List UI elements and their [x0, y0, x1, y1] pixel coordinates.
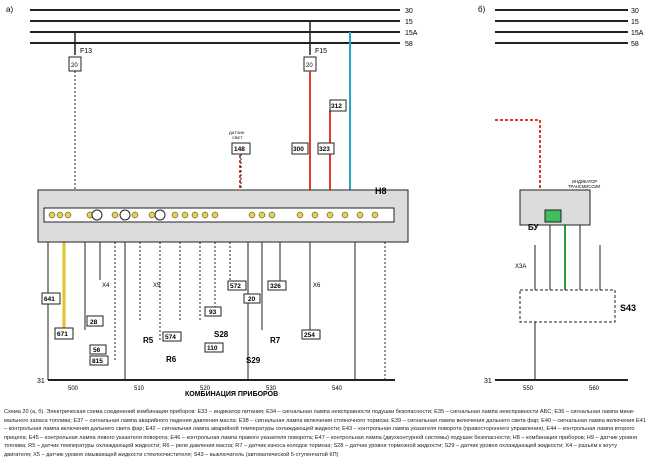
- caption-line-0: Схема 20 (а, б). Электрическая схема сое…: [4, 409, 635, 415]
- axis-tick-520: 520: [200, 386, 211, 392]
- sensor-r6: R6: [166, 355, 177, 364]
- block-323-code: 323: [319, 146, 330, 153]
- caption-line-3: второго прицепа; Е45 – контрольная лампа…: [4, 426, 635, 441]
- block-572-code: 572: [230, 283, 241, 290]
- block-148: [231, 142, 251, 190]
- caption-line-1: мального запаса топлива; Е37 – сигнальна…: [4, 417, 635, 424]
- module-caption: КОМБИНАЦИЯ ПРИБОРОВ: [185, 391, 278, 398]
- block-815: [89, 355, 109, 366]
- axis-tick-500: 500: [68, 386, 79, 392]
- connector-x3a: X3A: [515, 264, 526, 270]
- s43-component: [519, 289, 616, 323]
- block-28: [86, 315, 104, 327]
- caption-line-2: Е41 – контрольная лампа включения дальне…: [4, 417, 646, 433]
- panel-b-wires: [495, 119, 601, 380]
- bus-label-30: 30: [405, 8, 413, 15]
- axis-tick-540: 540: [332, 386, 343, 392]
- block-300: [291, 142, 309, 155]
- block-254: [301, 329, 321, 340]
- block-28-code: 28: [90, 319, 98, 326]
- module-h8-title: H8: [375, 186, 387, 196]
- bus-b-label-15: 15: [631, 19, 639, 26]
- fuse-f13: [68, 32, 82, 190]
- fuse-f13-rating: 20: [71, 63, 78, 69]
- block-148-code: 148: [234, 146, 245, 153]
- figure-caption: Схема 20 (а, б). Электрическая схема сое…: [4, 408, 646, 460]
- module-h8: [37, 189, 409, 243]
- connector-x5: X5: [153, 283, 161, 289]
- bus-b-label-15a: 15A: [631, 30, 644, 37]
- bus-label-15a: 15A: [405, 30, 418, 37]
- axis-tick-510: 510: [134, 386, 145, 392]
- block-312: [329, 99, 347, 112]
- s43-code: S43: [620, 303, 636, 313]
- bus-b-label-30: 30: [631, 8, 639, 15]
- axis-tick-560: 560: [589, 386, 600, 392]
- connector-x4: X4: [102, 283, 110, 289]
- block-93-code: 93: [209, 309, 217, 316]
- panel-a-buses: [30, 9, 400, 44]
- block-300-code: 300: [293, 146, 304, 153]
- block-671-code: 671: [57, 331, 68, 338]
- lamp-row: [48, 211, 379, 219]
- fuse-f15-rating: 20: [306, 63, 313, 69]
- block-326-code: 326: [270, 283, 281, 290]
- block-641: [41, 292, 61, 305]
- block-815-code: 815: [92, 358, 103, 365]
- block-323: [317, 142, 335, 155]
- block-574: [162, 331, 182, 342]
- bu-module: [519, 189, 591, 226]
- connector-x6: X6: [313, 283, 321, 289]
- caption-line-5: Х4 – разъём к жгуту двигателя; Х5 – датч…: [4, 443, 617, 458]
- panel-a-label: a): [6, 5, 13, 14]
- fuse-f13-label: F13: [80, 48, 92, 55]
- fuse-f15-label: F15: [315, 48, 327, 55]
- block-312-code: 312: [331, 103, 342, 110]
- bus-label-15: 15: [405, 19, 413, 26]
- gauges: [91, 209, 166, 221]
- lower-wires: [47, 242, 386, 380]
- block-574-code: 574: [165, 334, 176, 341]
- block-572: [227, 280, 247, 291]
- block-671: [54, 327, 74, 340]
- sensor-s29: S29: [246, 356, 261, 365]
- block-254-code: 254: [304, 332, 315, 339]
- block-641-code: 641: [44, 296, 55, 303]
- block-93: [204, 306, 222, 317]
- block-20-code: 20: [248, 296, 256, 303]
- bus-b-label-58: 58: [631, 41, 639, 48]
- sensor-r7: R7: [270, 336, 281, 345]
- axis-tick-530: 530: [266, 386, 277, 392]
- ground-label-b: 31: [484, 378, 492, 385]
- block-326: [267, 280, 287, 291]
- panel-b-label: б): [478, 5, 486, 14]
- caption-line-4: Н9 – датчик уровня топлива; R5 – датчик …: [4, 434, 638, 450]
- ground-label-a: 31: [37, 378, 45, 385]
- block-110-code: 110: [207, 345, 218, 352]
- block-110: [204, 342, 224, 353]
- sensor-s28: S28: [214, 330, 229, 339]
- axis-tick-550: 550: [523, 386, 534, 392]
- sensor-r5: R5: [143, 336, 154, 345]
- block-56: [89, 344, 107, 355]
- panel-b-buses: [495, 9, 628, 44]
- bu-label: БУ: [528, 223, 540, 232]
- block-20: [243, 293, 261, 304]
- bus-label-58: 58: [405, 41, 413, 48]
- block-56-code: 56: [93, 347, 101, 354]
